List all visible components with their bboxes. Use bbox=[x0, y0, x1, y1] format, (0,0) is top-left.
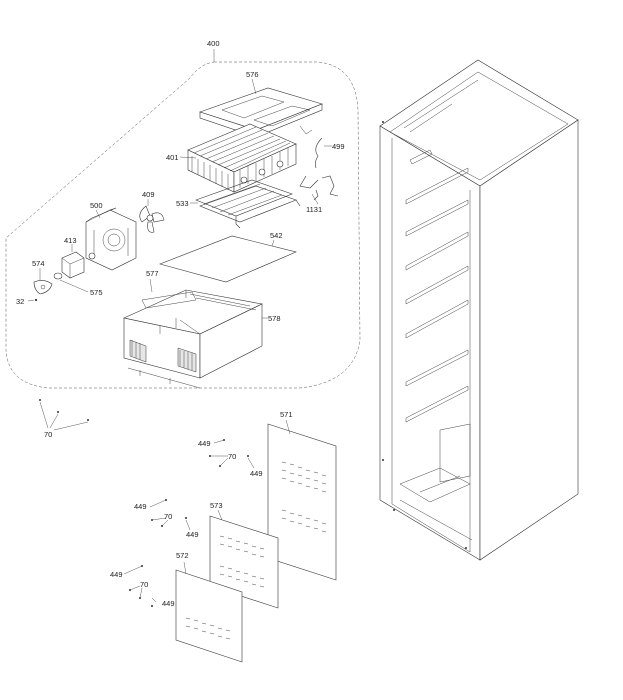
defrost-heater-part bbox=[195, 179, 301, 229]
label-70-left: 70 bbox=[44, 430, 52, 439]
label-542: 542 bbox=[270, 231, 283, 240]
label-577: 577 bbox=[146, 269, 159, 278]
fan-motor-part bbox=[53, 251, 96, 280]
label-499: 499 bbox=[332, 142, 345, 151]
label-575: 575 bbox=[90, 288, 103, 297]
label-500: 500 bbox=[90, 201, 103, 210]
motor-bracket-part bbox=[33, 280, 53, 295]
panel-573-part bbox=[209, 515, 279, 609]
pipe-parts bbox=[299, 137, 339, 201]
label-449-572-bottom: 449 bbox=[162, 599, 175, 608]
label-1131: 1131 bbox=[306, 205, 322, 214]
evaporator-coil-part bbox=[187, 123, 297, 193]
cover-plate-part bbox=[159, 235, 297, 283]
group-400-boundary bbox=[5, 61, 361, 389]
panel-571-part bbox=[267, 423, 337, 581]
fan-blade-part bbox=[139, 205, 165, 233]
label-449-571-top: 449 bbox=[198, 439, 211, 448]
label-70-572: 70 bbox=[140, 580, 148, 589]
label-449-571-bottom: 449 bbox=[250, 469, 263, 478]
drawer-assembly-part bbox=[123, 289, 263, 389]
label-401: 401 bbox=[166, 153, 179, 162]
label-571: 571 bbox=[280, 410, 293, 419]
label-572: 572 bbox=[176, 551, 189, 560]
screws-571 bbox=[209, 439, 255, 469]
screws-572 bbox=[123, 565, 157, 607]
label-32: 32 bbox=[16, 297, 24, 306]
screws-70-left bbox=[39, 399, 89, 431]
label-70-573: 70 bbox=[164, 512, 172, 521]
label-409: 409 bbox=[142, 190, 155, 199]
label-449-573-bottom: 449 bbox=[186, 530, 199, 539]
label-449-573-top: 449 bbox=[134, 502, 147, 511]
label-576: 576 bbox=[246, 70, 259, 79]
label-413: 413 bbox=[64, 236, 77, 245]
label-70-571: 70 bbox=[228, 452, 236, 461]
fan-housing-part bbox=[85, 207, 137, 271]
panel-572-part bbox=[175, 569, 243, 663]
screws-573 bbox=[149, 499, 191, 531]
label-573: 573 bbox=[210, 501, 223, 510]
label-400: 400 bbox=[207, 39, 220, 48]
label-533: 533 bbox=[176, 199, 189, 208]
refrigerator-cabinet bbox=[379, 59, 579, 561]
label-578: 578 bbox=[268, 314, 281, 323]
label-449-572-top: 449 bbox=[110, 570, 123, 579]
label-574: 574 bbox=[32, 259, 45, 268]
